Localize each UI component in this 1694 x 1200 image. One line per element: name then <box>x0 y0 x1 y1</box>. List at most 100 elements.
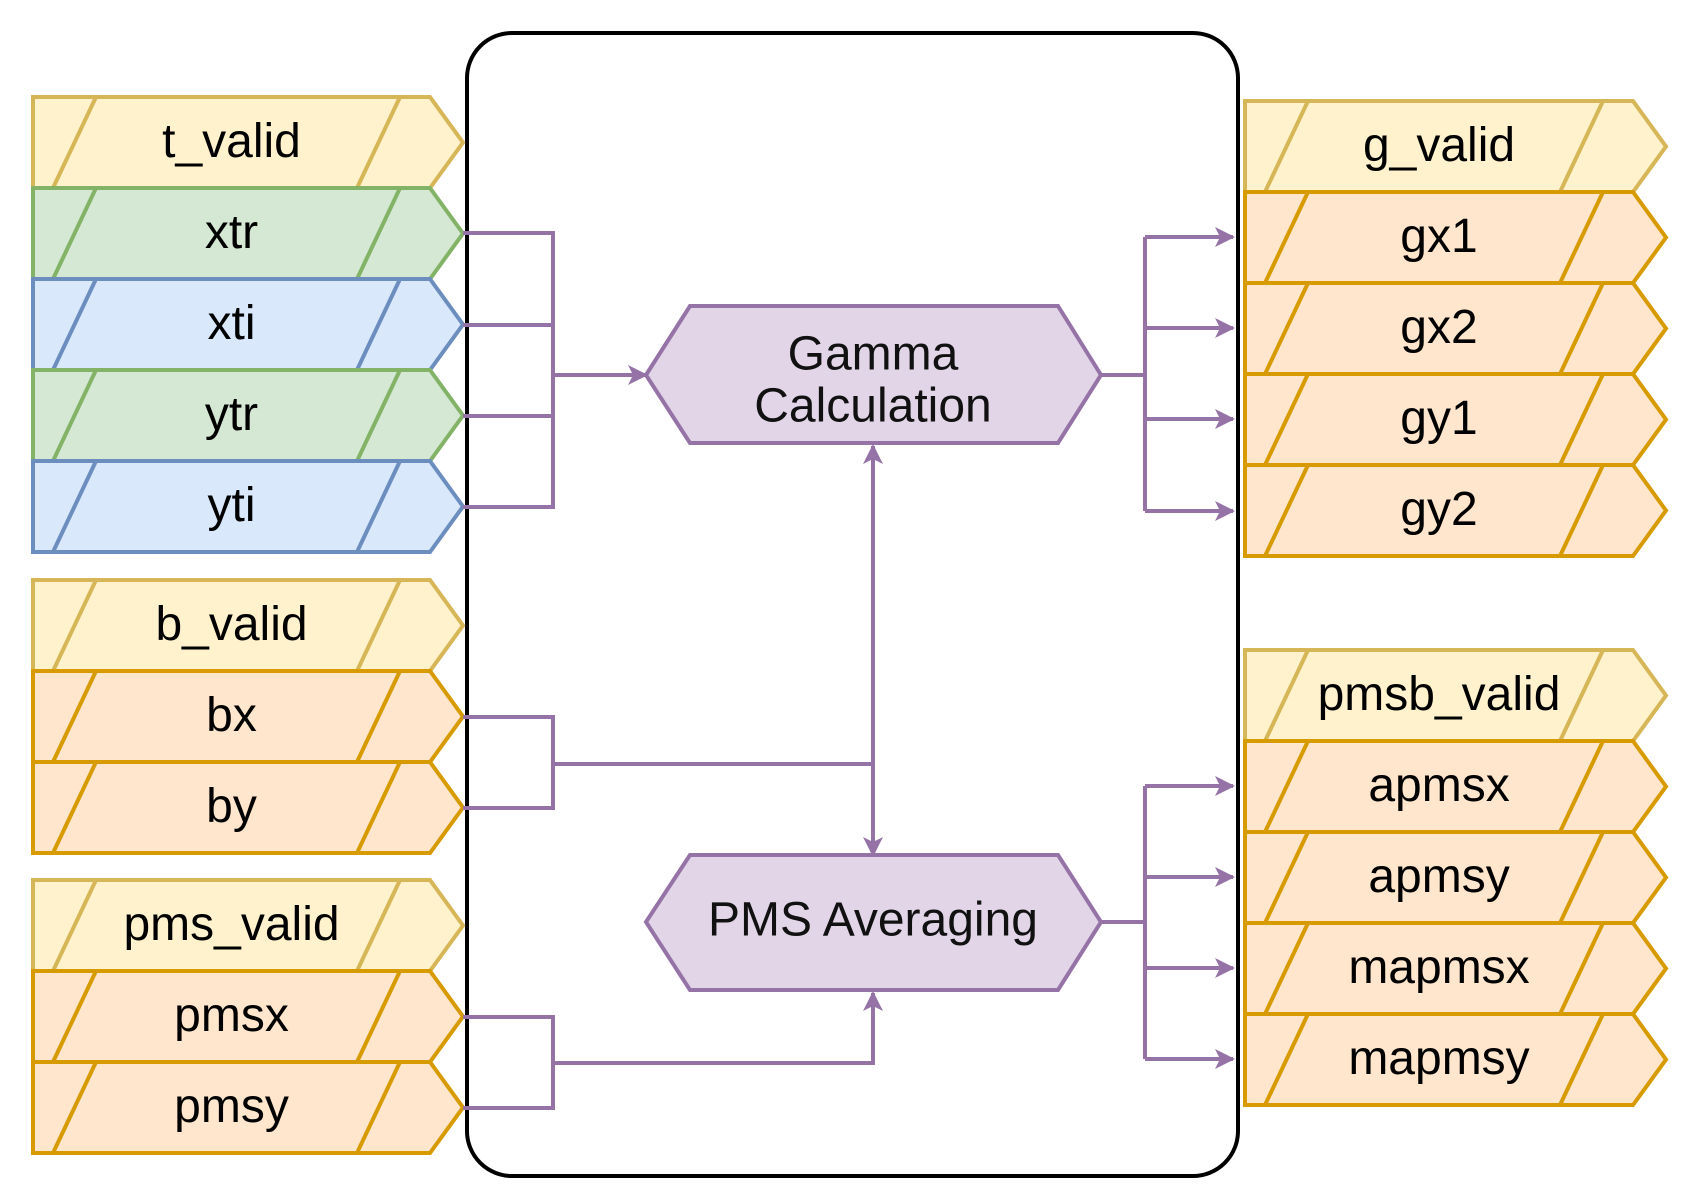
input-signal-pmsx: pmsx <box>31 969 466 1064</box>
pms-averaging-block: PMS Averaging <box>643 853 1104 992</box>
signal-tag-shape <box>31 368 466 463</box>
signal-tag-slash <box>355 96 402 189</box>
signal-tag-shape <box>1243 281 1669 376</box>
pms-averaging-shape <box>643 853 1104 992</box>
signal-tag-shape <box>1243 648 1669 743</box>
input-signal-b-valid: b_valid <box>31 578 466 673</box>
signal-tag-shape <box>1243 372 1669 467</box>
signal-tag-slash <box>1558 1013 1605 1106</box>
signal-tag-slash <box>1558 740 1605 833</box>
signal-tag-slash <box>1263 922 1310 1015</box>
signal-tag-shape <box>1243 921 1669 1016</box>
signal-tag-slash <box>51 970 98 1063</box>
signal-tag-slash <box>1263 831 1310 924</box>
gamma-calculation-label-line1: Gamma <box>788 328 959 381</box>
input-signal-bx: bx <box>31 669 466 764</box>
signal-tag-shape <box>31 186 466 281</box>
signal-label: pms_valid <box>123 898 339 951</box>
signal-tag-slash <box>355 879 402 972</box>
signal-label: mapmsx <box>1348 941 1529 994</box>
output-signal-gx2: gx2 <box>1243 281 1669 376</box>
signal-tag-slash <box>1558 191 1605 284</box>
signal-tag-slash <box>51 1061 98 1154</box>
output-signal-apmsy: apmsy <box>1243 830 1669 925</box>
signal-tag-slash <box>355 761 402 854</box>
input-signal-xtr: xtr <box>31 186 466 281</box>
signal-tag-shape <box>1243 739 1669 834</box>
gamma-output-bus-line <box>1101 237 1147 511</box>
signal-tag-slash <box>1263 191 1310 284</box>
signal-label: apmsy <box>1368 850 1509 903</box>
output-signal-gx1: gx1 <box>1243 190 1669 285</box>
signal-tag-slash <box>1558 464 1605 557</box>
signal-tag-shape <box>31 95 466 190</box>
signal-tag-slash <box>51 761 98 854</box>
signal-tag-shape <box>1243 463 1669 558</box>
signal-tag-slash <box>51 278 98 371</box>
signal-tag-slash <box>355 187 402 280</box>
signal-label: ytr <box>205 388 258 441</box>
signal-tag-slash <box>355 1061 402 1154</box>
signal-label: gy2 <box>1400 483 1477 536</box>
gamma-calculation-shape <box>643 304 1104 445</box>
signal-label: by <box>206 780 257 833</box>
output-signals: g_valid gx1 gx2 gy1 gy2 pmsb_valid apmsx <box>1243 99 1669 1107</box>
signal-tag-shape <box>31 878 466 973</box>
signal-tag-slash <box>1558 831 1605 924</box>
signal-tag-slash <box>1263 649 1310 742</box>
signal-tag-slash <box>355 278 402 371</box>
module-boundary <box>465 31 1240 1178</box>
signal-tag-slash <box>1263 1013 1310 1106</box>
input-signal-pmsy: pmsy <box>31 1060 466 1155</box>
input-signal-pms-valid: pms_valid <box>31 878 466 973</box>
signal-tag-slash <box>1263 464 1310 557</box>
signal-tag-shape <box>1243 830 1669 925</box>
input-signals: t_valid xtr xti ytr yti b_valid bx by <box>31 95 466 1155</box>
input-signal-ytr: ytr <box>31 368 466 463</box>
signal-label: pmsx <box>174 989 289 1042</box>
signal-tag-shape <box>31 760 466 855</box>
gamma-calculation-block: Gamma Calculation <box>643 304 1104 445</box>
signal-tag-shape <box>1243 99 1669 194</box>
signal-label: b_valid <box>155 598 307 651</box>
signal-label: mapmsy <box>1348 1032 1529 1085</box>
signal-tag-slash <box>355 670 402 763</box>
signal-tag-shape <box>1243 190 1669 285</box>
signal-tag-slash <box>51 369 98 462</box>
signal-tag-slash <box>1263 373 1310 466</box>
signal-tag-slash <box>1558 282 1605 375</box>
output-signal-mapmsy: mapmsy <box>1243 1012 1669 1107</box>
input-signal-t-valid: t_valid <box>31 95 466 190</box>
signal-tag-slash <box>51 579 98 672</box>
output-signal-g-valid: g_valid <box>1243 99 1669 194</box>
signal-label: g_valid <box>1363 119 1515 172</box>
input-signal-xti: xti <box>31 277 466 372</box>
signal-tag-slash <box>355 579 402 672</box>
signal-tag-shape <box>31 969 466 1064</box>
signal-tag-slash <box>1558 922 1605 1015</box>
output-signal-mapmsx: mapmsx <box>1243 921 1669 1016</box>
signal-tag-slash <box>355 460 402 553</box>
output-signal-gy1: gy1 <box>1243 372 1669 467</box>
signal-tag-slash <box>355 369 402 462</box>
signal-tag-slash <box>355 970 402 1063</box>
pms-output-bus-line <box>1101 786 1147 1059</box>
signal-tag-shape <box>31 459 466 554</box>
connections <box>463 227 1235 1110</box>
signal-label: bx <box>206 689 257 742</box>
signal-tag-slash <box>51 670 98 763</box>
signal-tag-slash <box>1263 740 1310 833</box>
signal-label: pmsy <box>174 1080 289 1133</box>
signal-tag-slash <box>1558 100 1605 193</box>
signal-label: apmsx <box>1368 759 1509 812</box>
signal-tag-slash <box>51 96 98 189</box>
pms-bus-to-pms-arrow <box>553 991 883 1065</box>
signal-tag-slash <box>1263 100 1310 193</box>
signal-tag-slash <box>1263 282 1310 375</box>
signal-label: xtr <box>205 206 258 259</box>
signal-label: pmsb_valid <box>1318 668 1561 721</box>
pms-averaging-label: PMS Averaging <box>708 894 1038 947</box>
signal-label: t_valid <box>162 115 301 168</box>
signal-tag-slash <box>1558 373 1605 466</box>
